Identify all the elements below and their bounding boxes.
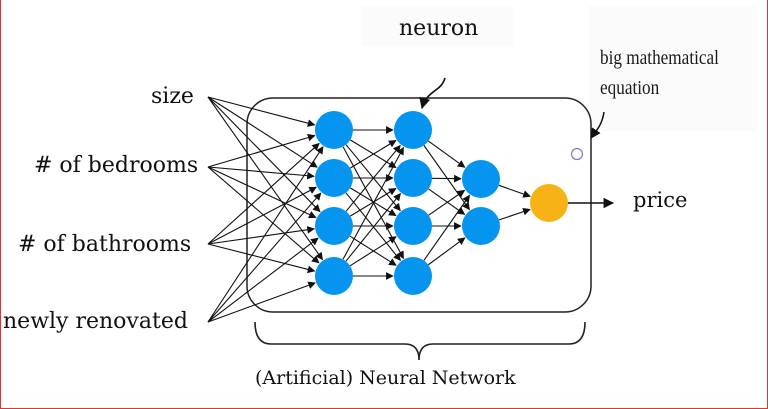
hidden-neuron (315, 111, 353, 149)
input-connection (207, 96, 323, 261)
neuron-pointer-arrow (419, 77, 446, 110)
marker-circle-icon (570, 147, 584, 161)
input-connection (207, 225, 315, 245)
hidden-neuron (315, 159, 353, 197)
network-caption: (Artificial) Neural Network (255, 367, 516, 389)
connection-edge (342, 146, 404, 260)
hidden-neuron (394, 159, 432, 197)
input-connection (207, 142, 320, 245)
input-connection (207, 281, 316, 323)
connection-edge (349, 236, 397, 267)
network-outline (246, 97, 592, 313)
input-connection (207, 237, 319, 323)
hidden-neuron (394, 111, 432, 149)
equation-label-line2: equation (600, 77, 660, 99)
equation-label-line1: big mathematical (600, 47, 719, 69)
hidden-neuron (462, 160, 500, 198)
connection-edge (349, 187, 397, 217)
hidden-neuron (462, 207, 500, 245)
hidden-neuron (394, 207, 432, 245)
connection-edge (349, 139, 397, 169)
input-connection (207, 192, 322, 323)
input-label-size: size (151, 84, 194, 109)
input-connection (207, 96, 321, 213)
input-connection (207, 146, 324, 323)
input-connection (207, 166, 315, 180)
connection-edge (345, 144, 401, 212)
input-connection (207, 96, 316, 127)
connection-edge (427, 237, 466, 266)
whiteout-patch (589, 6, 757, 131)
output-label-price: price (633, 188, 688, 212)
input-connection (207, 243, 316, 274)
connection-edge (345, 192, 401, 262)
input-label-bedrooms: # of bedrooms (34, 153, 199, 178)
equation-pointer-arrow (590, 111, 605, 139)
connection-edge (423, 145, 470, 211)
hidden-neuron (394, 257, 432, 295)
output-neuron (530, 184, 568, 222)
connection-edge (428, 140, 466, 168)
whiteout-patch (361, 6, 513, 46)
network-brace (254, 321, 586, 361)
input-connection (207, 186, 317, 245)
input-connection (207, 166, 317, 219)
input-connection (207, 133, 316, 168)
connection-edge (423, 194, 470, 261)
input-connection (207, 96, 318, 168)
input-label-bathrooms: # of bathrooms (18, 232, 192, 257)
hidden-neuron (315, 257, 353, 295)
neuron-label: neuron (399, 16, 479, 41)
hidden-neuron (315, 207, 353, 245)
connection-edge (498, 184, 531, 198)
connection-edge (428, 189, 466, 216)
connection-edge (498, 207, 531, 221)
input-label-renovated: newly renovated (3, 309, 188, 334)
